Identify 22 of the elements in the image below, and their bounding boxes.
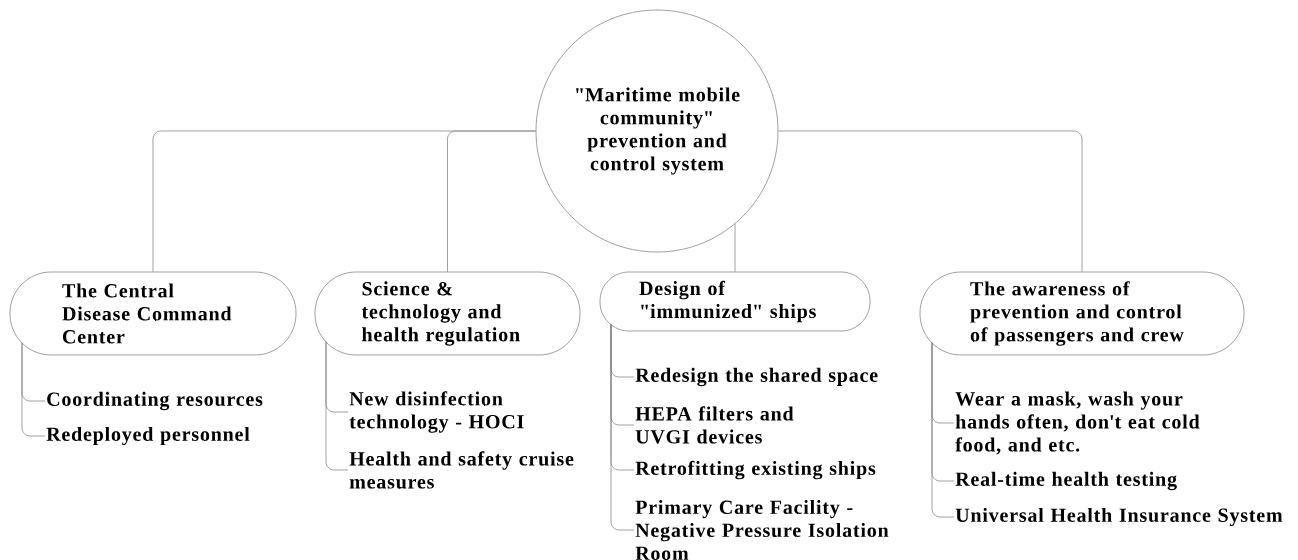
- connector-line: [325, 341, 349, 471]
- pill-box: The awareness of prevention and control of passengers and crew: [919, 271, 1245, 356]
- connector-line: [778, 130, 1083, 272]
- connector-line: [21, 342, 46, 437]
- connector-line: [931, 342, 955, 518]
- item-text: Coordinating resources: [47, 391, 263, 411]
- connector-line: [610, 324, 635, 531]
- pill-box: Science & technology and health regulation: [314, 271, 581, 356]
- item-text: Retrofitting existing ships: [635, 460, 876, 480]
- item-text: Primary Care Facility - Negative Pressure Isolation Room: [635, 499, 889, 560]
- item-text: Redeployed personnel: [46, 426, 250, 446]
- connector-line: [734, 223, 736, 272]
- item-text: Real-time health testing: [955, 471, 1177, 491]
- connector-line: [447, 130, 536, 272]
- item-text: HEPA filters and UVGI devices: [635, 406, 794, 444]
- item-text: Health and safety cruise measures: [349, 451, 574, 489]
- item-text: Wear a mask, wash your hands often, don't eat cold food, and etc.: [955, 391, 1200, 455]
- item-text: New disinfection technology - HOCI: [349, 391, 524, 433]
- pill-box: Design of "immunized" ships: [599, 271, 871, 332]
- item-text: Universal Health Insurance System: [955, 507, 1283, 527]
- pill-box: The Central Disease Command Center: [9, 271, 297, 356]
- item-text: Redesign the shared space: [635, 367, 878, 387]
